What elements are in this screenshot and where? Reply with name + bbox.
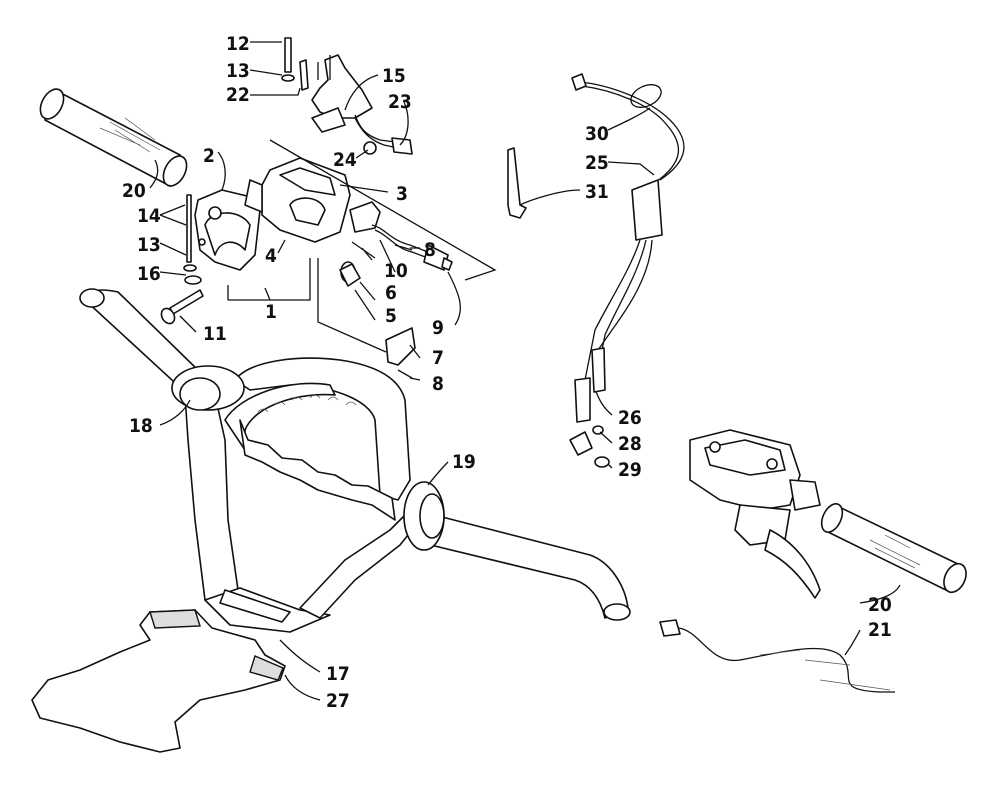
callout-22: 22 [226,84,250,106]
switch-housing-body [244,157,351,243]
callout-11: 11 [203,323,227,345]
callout-5: 5 [385,305,397,327]
washer-lower [184,275,202,285]
callout-15: 15 [382,65,406,87]
assembly-guide-lines [227,139,497,353]
callout-27: 27 [326,690,350,712]
clamp-ring-right [403,481,445,551]
callout-labels: 12 13 22 15 23 24 2 20 3 14 13 16 4 8 10… [122,33,892,712]
callout-8-upper: 8 [424,239,436,261]
brake-master-cylinder [689,429,821,599]
o-ring-large [594,456,610,468]
pivot-pin [186,194,192,263]
callout-30: 30 [585,123,609,145]
callout-16: 16 [137,263,161,285]
callout-12: 12 [226,33,250,55]
callout-3: 3 [396,183,408,205]
callout-23: 23 [388,91,412,113]
callout-31: 31 [585,181,609,203]
callout-28: 28 [618,433,642,455]
throttle-cable [571,73,685,423]
washer-top [281,74,295,82]
bracket [385,327,416,366]
cable-loop [630,84,662,108]
clamp-ring-left [171,365,245,411]
screw-lower [397,369,413,379]
callout-29: 29 [618,459,642,481]
throttle-lever [311,54,413,155]
callout-17: 17 [326,663,350,685]
screw-upper [394,244,413,251]
handlebar [79,288,631,633]
callout-18: 18 [129,415,153,437]
callout-13-top: 13 [226,60,250,82]
handlebar-pad [31,609,286,753]
callout-10: 10 [384,260,408,282]
pin [284,37,292,73]
callout-7: 7 [432,347,444,369]
left-grip [39,88,188,187]
knob [339,261,361,287]
switch-with-harness [349,201,453,271]
spring-clip [299,59,309,91]
callout-13-mid: 13 [137,234,161,256]
callout-24: 24 [333,149,357,171]
crossbar-brace [224,357,411,521]
callout-21: 21 [868,619,892,641]
elbow-fitting [569,431,593,456]
callout-26: 26 [618,407,642,429]
right-grip [820,503,967,594]
cable-tool [507,147,527,219]
callout-25: 25 [585,152,609,174]
leader-lines [149,41,901,701]
washer-mid [183,264,197,272]
mounting-screw [160,289,204,325]
callout-19: 19 [452,451,476,473]
callout-6: 6 [385,282,397,304]
callout-14: 14 [137,205,161,227]
callout-8-lower: 8 [432,373,444,395]
switch-housing-clamp [194,189,261,271]
callout-4: 4 [265,245,277,267]
callout-1: 1 [265,301,277,323]
callout-9: 9 [432,317,444,339]
callout-20-right: 20 [868,594,892,616]
grip-heater [659,619,895,693]
callout-2: 2 [203,145,215,167]
callout-20-left: 20 [122,180,146,202]
